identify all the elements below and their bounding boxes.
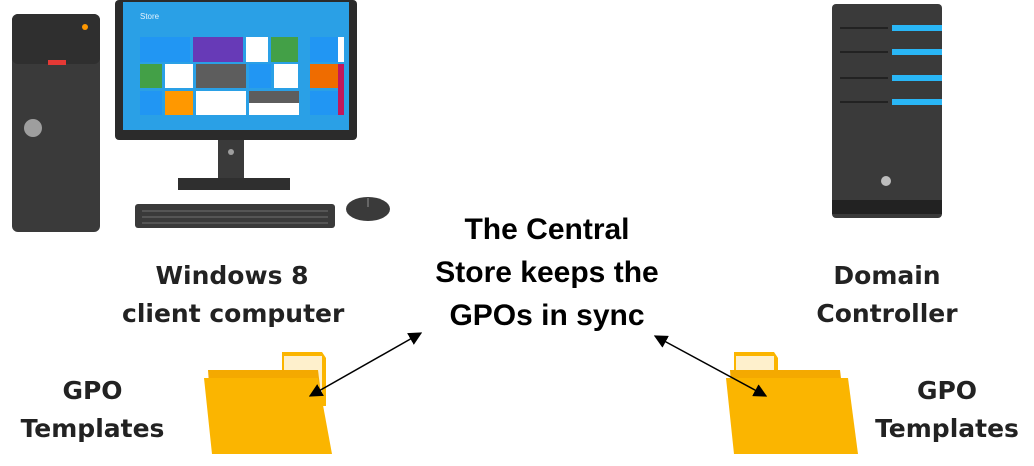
- server-label-line1: Domain: [833, 261, 941, 290]
- desktop-tower: [0, 0, 110, 240]
- client-label-line1: Windows 8: [155, 261, 309, 290]
- center-caption-line3: GPOs in sync: [449, 299, 645, 332]
- center-caption: The Central Store keeps the GPOs in sync: [397, 208, 697, 337]
- right-folder-icon: [722, 346, 862, 458]
- screen-tag: Store: [140, 12, 160, 21]
- client-label: Windows 8 client computer: [122, 257, 345, 333]
- monitor: Store: [110, 0, 369, 240]
- left-folder-label-line1: GPO: [62, 376, 123, 405]
- left-folder-label: GPO Templates: [10, 372, 175, 448]
- center-caption-line1: The Central: [464, 213, 630, 246]
- left-folder-icon: [200, 346, 340, 458]
- server-label: Domain Controller: [792, 257, 982, 333]
- right-folder-label-line2: Templates: [875, 414, 1019, 443]
- server-tower: [828, 4, 948, 224]
- left-folder-label-line2: Templates: [20, 414, 165, 443]
- right-folder-label: GPO Templates: [862, 372, 1032, 448]
- right-folder-label-line1: GPO: [916, 376, 978, 405]
- server-label-line2: Controller: [816, 299, 958, 328]
- mouse: [345, 195, 395, 225]
- center-caption-line2: Store keeps the: [435, 256, 659, 289]
- client-label-line2: client computer: [122, 299, 345, 328]
